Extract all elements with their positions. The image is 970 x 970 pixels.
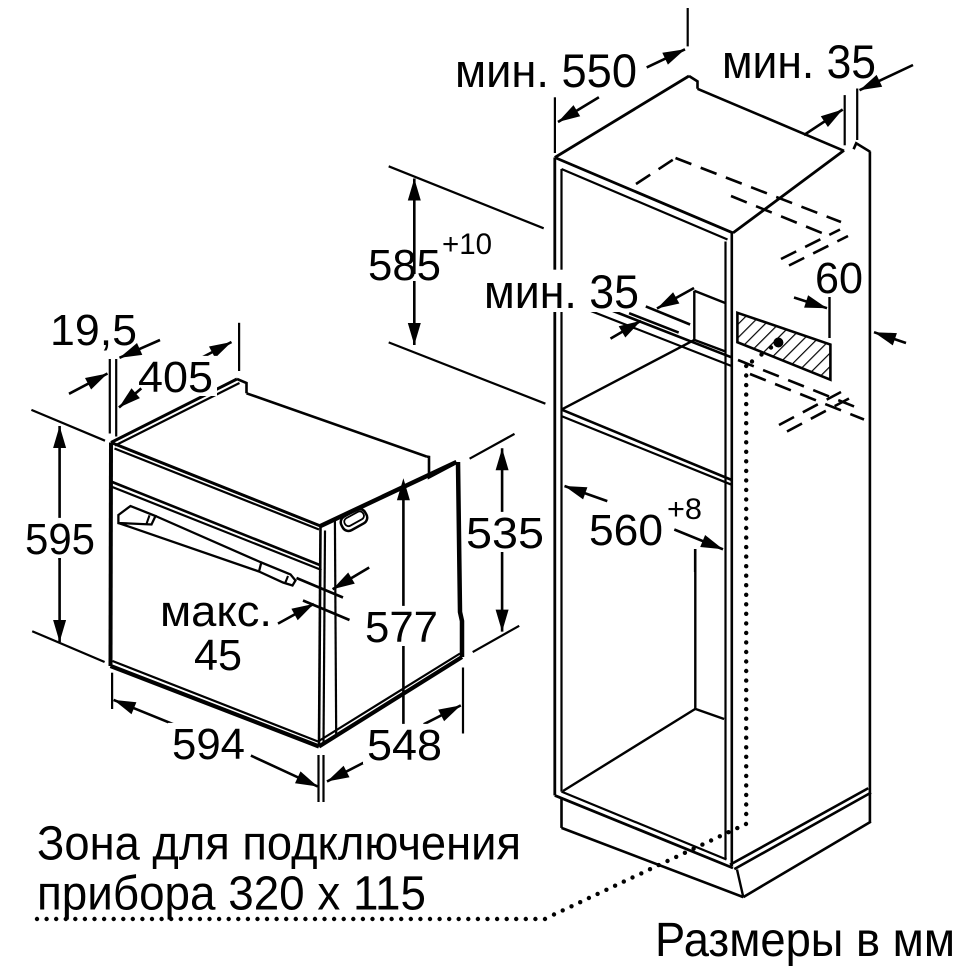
svg-text:45: 45 [194,631,242,680]
svg-text:прибора 320 x 115: прибора 320 x 115 [37,867,426,921]
svg-text:548: 548 [367,721,442,770]
svg-text:560: 560 [589,506,663,555]
svg-text:585: 585 [368,241,441,290]
svg-text:мин. 550: мин. 550 [455,44,637,97]
svg-text:19,5: 19,5 [50,306,137,355]
svg-text:+10: +10 [442,228,492,261]
svg-text:60: 60 [815,254,863,303]
svg-text:макс.: макс. [160,587,272,636]
svg-text:535: 535 [466,509,544,558]
svg-text:мин. 35: мин. 35 [722,35,876,88]
svg-text:595: 595 [25,515,95,564]
svg-text:Зона для подключения: Зона для подключения [37,817,521,871]
svg-text:577: 577 [365,603,438,652]
svg-text:мин. 35: мин. 35 [484,265,639,318]
svg-text:+8: +8 [667,493,702,526]
svg-text:594: 594 [172,720,245,769]
svg-text:405: 405 [138,353,213,402]
svg-text:Размеры в мм: Размеры в мм [655,913,955,967]
